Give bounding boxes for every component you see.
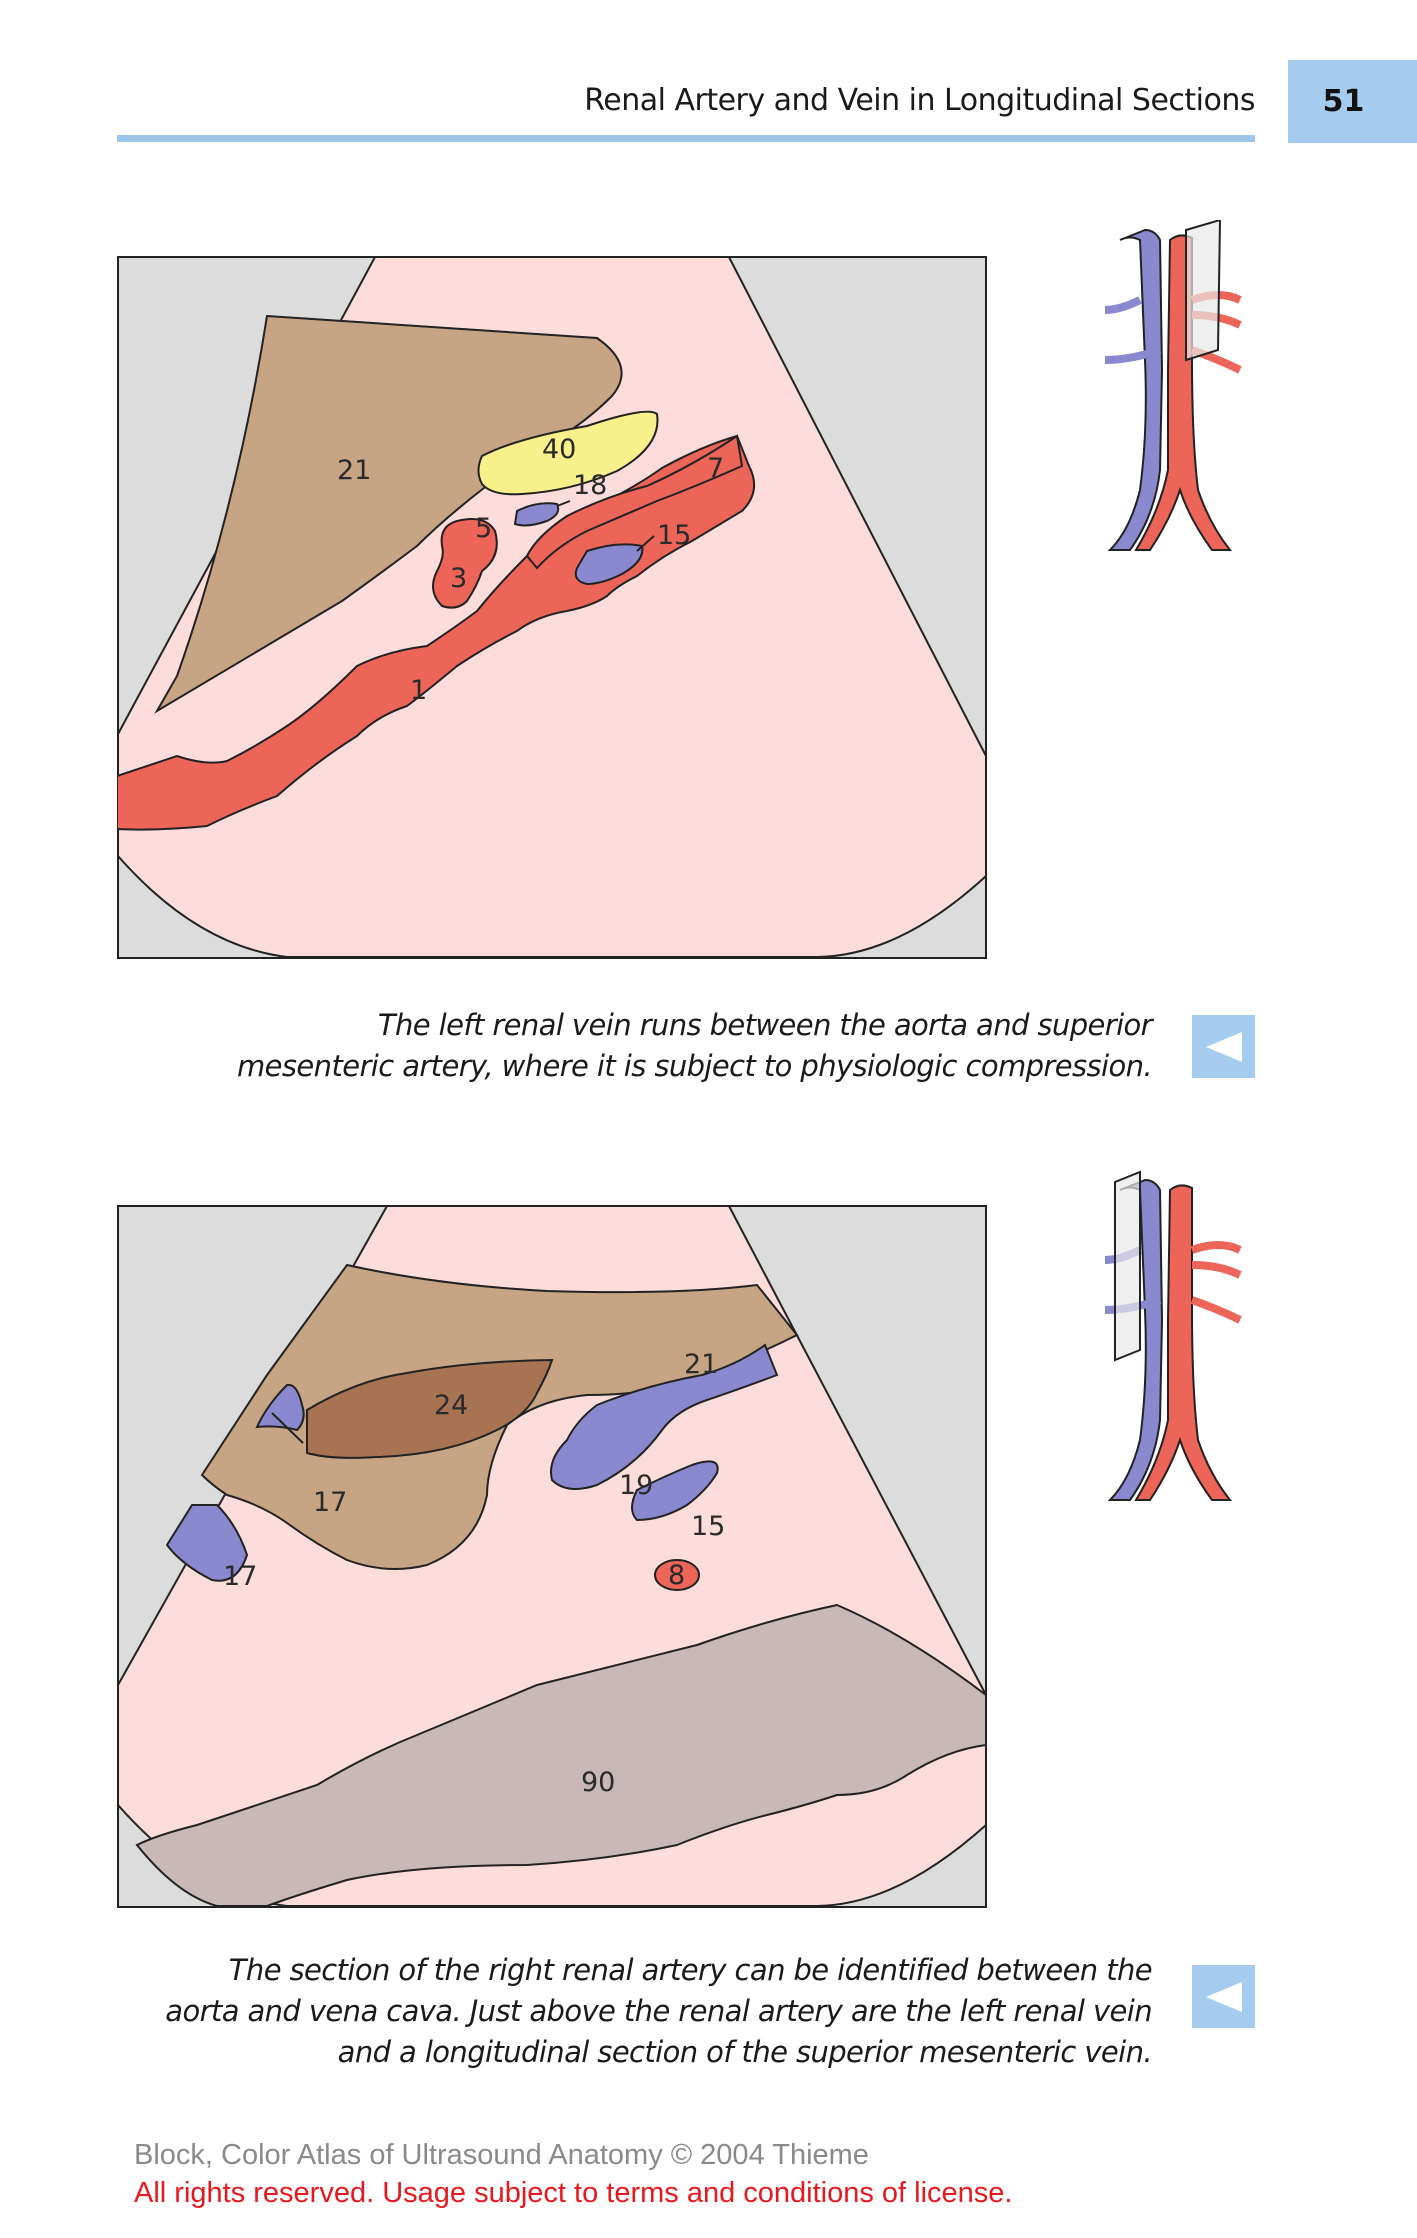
figure-1-caption: The left renal vein runs between the aor… <box>237 1005 1153 1087</box>
vessel-orientation-icon-2 <box>1100 1170 1250 1515</box>
structure-7 <box>525 434 744 570</box>
triangle-left-icon <box>1205 1981 1242 2012</box>
structure-1 <box>116 434 756 831</box>
structure-5 <box>432 518 498 609</box>
structure-15 <box>631 1460 719 1522</box>
page-number-box: 51 <box>1288 60 1417 143</box>
label-19: 19 <box>619 1470 653 1501</box>
previous-page-button-2[interactable] <box>1192 1965 1255 2028</box>
previous-page-button[interactable] <box>1192 1015 1255 1078</box>
caption-1-line-1: The left renal vein runs between the aor… <box>377 1008 1153 1042</box>
structure-19 <box>550 1343 779 1490</box>
label-18: 18 <box>573 470 607 501</box>
ultrasound-diagram-right-renal-artery: 21 24 19 17 15 17 8 90 <box>117 1205 987 1908</box>
label-8: 8 <box>668 1560 685 1591</box>
header-rule <box>117 135 1255 142</box>
copyright-footer: Block, Color Atlas of Ultrasound Anatomy… <box>134 2139 869 2171</box>
vessel-orientation-icon-1 <box>1100 218 1250 565</box>
ultrasound-diagram-left-renal-vein: 21 40 18 7 5 15 3 1 <box>116 256 987 959</box>
structure-18 <box>513 502 560 527</box>
label-1: 1 <box>410 675 427 706</box>
label-7: 7 <box>707 453 724 484</box>
structure-90 <box>135 1603 987 1907</box>
structure-8 <box>654 1559 700 1591</box>
caption-2-line-3: and a longitudinal section of the superi… <box>337 2035 1153 2069</box>
label-21: 21 <box>684 1349 718 1380</box>
caption-2-line-2: aorta and vena cava. Just above the rena… <box>165 1994 1152 2028</box>
structure-21 <box>154 314 623 714</box>
label-24: 24 <box>434 1390 468 1421</box>
label-40: 40 <box>542 434 576 465</box>
triangle-left-icon <box>1205 1031 1242 1062</box>
label-90: 90 <box>581 1767 615 1798</box>
label-21: 21 <box>337 455 371 486</box>
label-15: 15 <box>657 520 691 551</box>
structure-17-bottom <box>165 1504 249 1582</box>
label-17-top: 17 <box>313 1487 347 1518</box>
label-5: 5 <box>475 513 492 544</box>
label-3: 3 <box>450 563 467 594</box>
page-header-title: Renal Artery and Vein in Longitudinal Se… <box>584 83 1255 118</box>
figure-2-caption: The section of the right renal artery ca… <box>165 1950 1152 2073</box>
structure-40 <box>477 410 659 496</box>
page-number: 51 <box>1322 84 1365 119</box>
structure-15 <box>574 543 644 586</box>
label-15: 15 <box>691 1511 725 1542</box>
caption-1-line-2: mesenteric artery, where it is subject t… <box>237 1049 1153 1083</box>
structure-24 <box>306 1358 554 1459</box>
structure-17-top <box>255 1383 305 1432</box>
label-17-bottom: 17 <box>223 1561 257 1592</box>
caption-2-line-1: The section of the right renal artery ca… <box>228 1953 1153 1987</box>
rights-footer: All rights reserved. Usage subject to te… <box>134 2177 1013 2209</box>
